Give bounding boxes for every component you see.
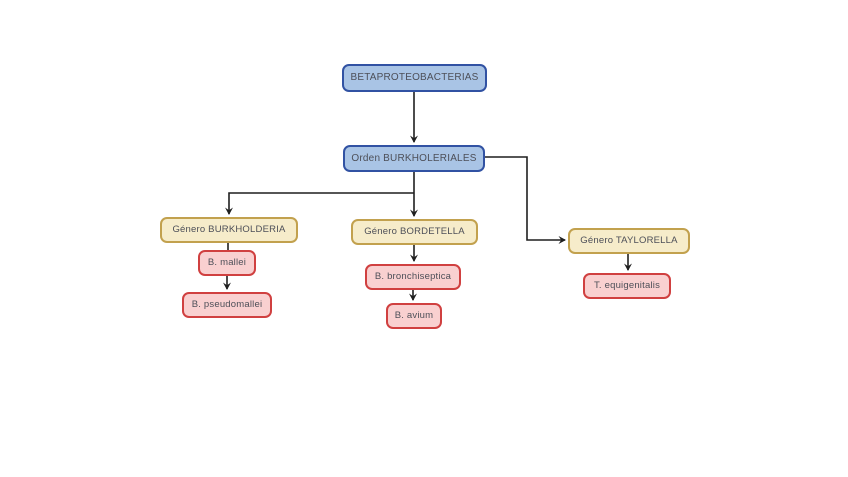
node-genero-bordetella: Género BORDETELLA (351, 219, 478, 245)
node-b-bronchiseptica: B. bronchiseptica (365, 264, 461, 290)
node-b-pseudomallei: B. pseudomallei (182, 292, 272, 318)
node-orden-burkholeriales: Orden BURKHOLERIALES (343, 145, 485, 172)
node-genero-taylorella: Género TAYLORELLA (568, 228, 690, 254)
edge-orden-taylorella (485, 156, 566, 244)
node-b-avium: B. avium (386, 303, 442, 329)
node-t-equigenitalis: T. equigenitalis (583, 273, 671, 299)
edge-orden-burkholderia (225, 192, 414, 215)
node-betaproteobacterias: BETAPROTEOBACTERIAS (342, 64, 487, 92)
node-genero-burkholderia: Género BURKHOLDERIA (160, 217, 298, 243)
node-b-mallei: B. mallei (198, 250, 256, 276)
